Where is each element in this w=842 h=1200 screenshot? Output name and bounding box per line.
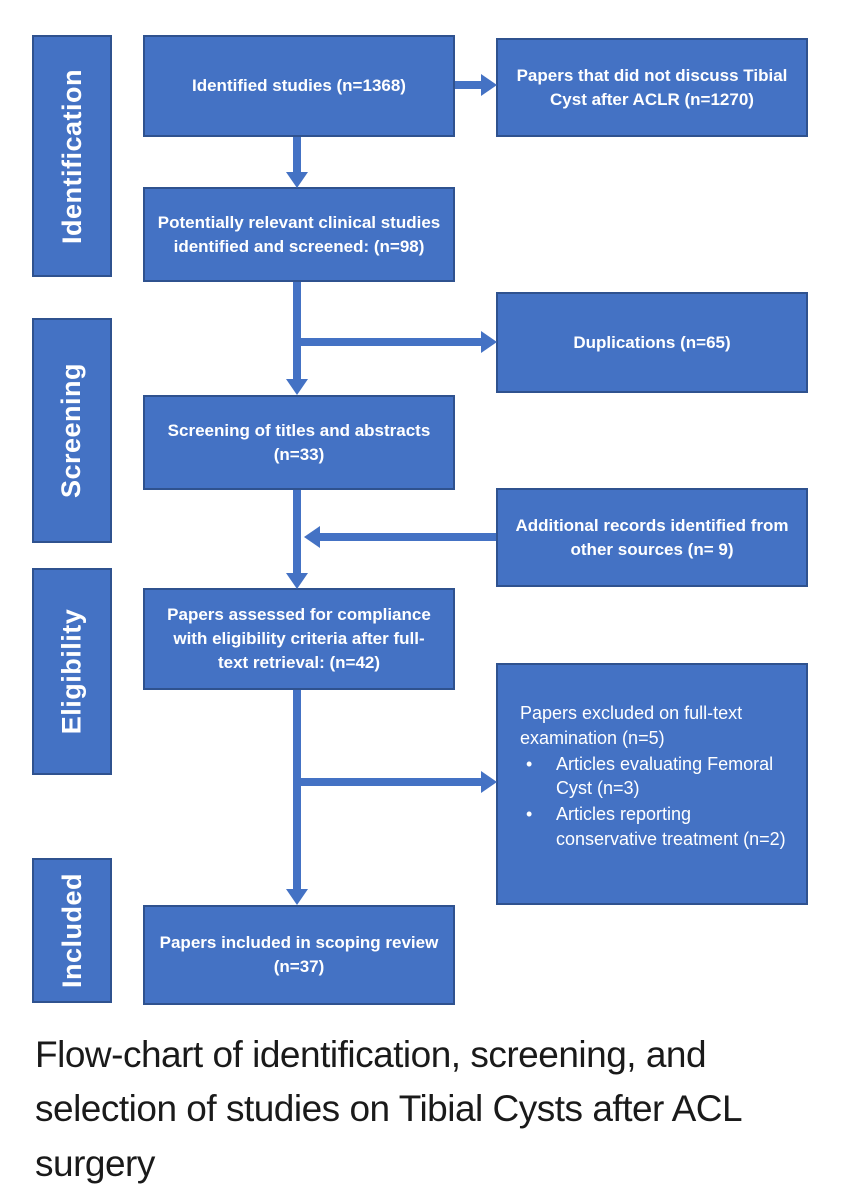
arrow-assessed-down-stem: [293, 690, 301, 890]
arrow-down-icon: [286, 573, 308, 589]
stage-label-included: Included: [32, 858, 112, 1003]
arrow-down-icon: [286, 172, 308, 188]
box-potentially-relevant-studies: Potentially relevant clinical studies id…: [143, 187, 455, 282]
box-papers-not-discussing-tibial-cyst: Papers that did not discuss Tibial Cyst …: [496, 38, 808, 137]
excluded-heading: Papers excluded on full-text examination…: [520, 703, 743, 748]
stage-label-identification: Identification: [32, 35, 112, 277]
arrow-identified-to-notdiscussed-stem: [455, 81, 482, 89]
box-additional-records: Additional records identified from other…: [496, 488, 808, 587]
stage-label-eligibility-text: Eligibility: [56, 608, 87, 735]
bullet-icon: •: [526, 753, 533, 774]
stage-label-screening-text: Screening: [56, 362, 87, 499]
arrow-excluded-branch-stem: [297, 778, 481, 786]
arrow-right-icon: [481, 771, 497, 793]
arrow-down-icon: [286, 889, 308, 905]
arrow-left-icon: [304, 526, 320, 548]
box-papers-included-review: Papers included in scoping review (n=37): [143, 905, 455, 1005]
box-papers-assessed-eligibility: Papers assessed for compliance with elig…: [143, 588, 455, 690]
stage-label-eligibility: Eligibility: [32, 568, 112, 775]
arrow-identified-down-stem: [293, 137, 301, 173]
bullet-icon: •: [526, 804, 533, 825]
box-screening-titles-abstracts: Screening of titles and abstracts (n=33): [143, 395, 455, 490]
box-duplications: Duplications (n=65): [496, 292, 808, 393]
box-identified-studies: Identified studies (n=1368): [143, 35, 455, 137]
arrow-down-icon: [286, 379, 308, 395]
excluded-bullet-femoral-cyst-text: Articles evaluating Femoral Cyst (n=3): [556, 753, 774, 799]
arrow-relevant-down-stem: [293, 282, 301, 380]
arrow-duplications-branch-stem: [297, 338, 481, 346]
excluded-bullet-conservative-treatment: • Articles reporting conservative treatm…: [520, 802, 786, 852]
arrow-screening-down-stem: [293, 490, 301, 574]
stage-label-screening: Screening: [32, 318, 112, 543]
excluded-bullet-femoral-cyst: • Articles evaluating Femoral Cyst (n=3): [520, 752, 773, 802]
box-papers-excluded-fulltext: Papers excluded on full-text examination…: [496, 663, 808, 905]
figure-caption: Flow-chart of identification, screening,…: [35, 1034, 743, 1184]
arrow-additional-records-stem: [320, 533, 496, 541]
stage-label-identification-text: Identification: [56, 68, 87, 244]
arrow-right-icon: [481, 331, 497, 353]
arrow-right-icon: [481, 74, 497, 96]
stage-label-included-text: Included: [56, 872, 87, 989]
excluded-bullet-conservative-treatment-text: Articles reporting conservative treatmen…: [556, 804, 786, 850]
